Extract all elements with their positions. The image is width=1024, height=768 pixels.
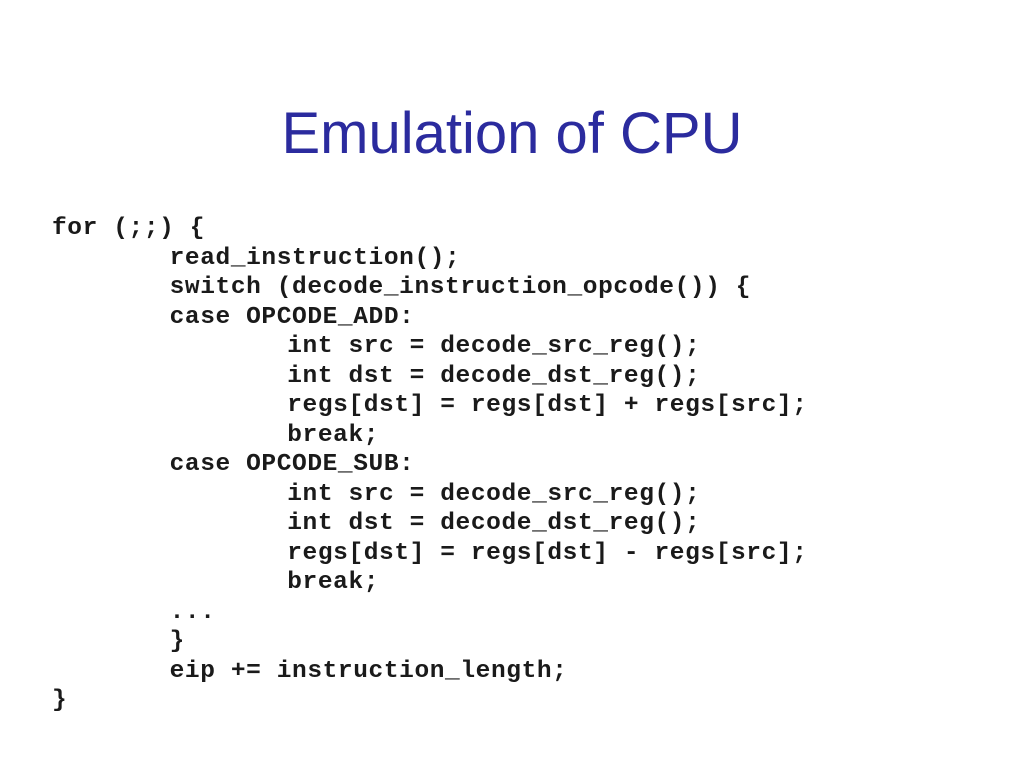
code-line: int src = decode_src_reg(); <box>287 333 701 360</box>
code-line: break; <box>287 421 380 449</box>
code-line: for (;;) { <box>52 215 206 242</box>
code-line: case OPCODE_SUB: <box>169 451 415 478</box>
code-line: int src = decode_src_reg(); <box>287 480 701 508</box>
code-block: for (;;) {read_instruction();switch (dec… <box>52 214 808 716</box>
code-line: regs[dst] = regs[dst] - regs[src]; <box>287 539 808 567</box>
code-line: eip += instruction_length; <box>169 657 568 685</box>
code-line: } <box>169 628 185 655</box>
code-line: case OPCODE_ADD: <box>169 303 415 331</box>
code-line: ... <box>169 598 216 626</box>
code-line: int dst = decode_dst_reg(); <box>287 510 701 537</box>
code-line: } <box>52 687 68 714</box>
code-line: regs[dst] = regs[dst] + regs[src]; <box>287 392 808 419</box>
code-line: switch (decode_instruction_opcode()) { <box>169 274 752 301</box>
code-line: break; <box>287 569 380 596</box>
slide-title: Emulation of CPU <box>281 101 743 166</box>
code-line: int dst = decode_dst_reg(); <box>287 362 701 390</box>
code-line: read_instruction(); <box>169 244 461 272</box>
